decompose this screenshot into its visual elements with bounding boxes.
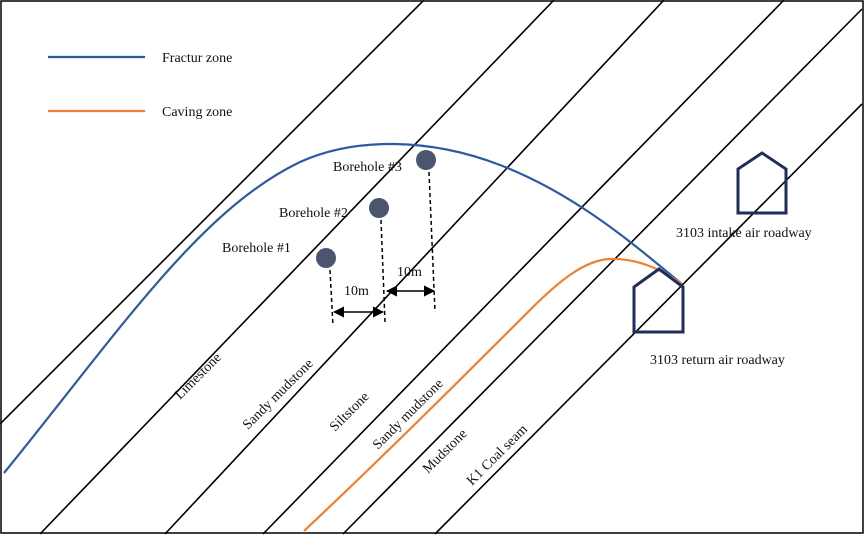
spacing-label-1: 10m <box>344 284 369 299</box>
intake-roadway-icon <box>736 151 788 215</box>
borehole-3: Borehole #3 <box>333 150 436 313</box>
borehole-1-label: Borehole #1 <box>222 241 291 256</box>
fracture-zone-curve <box>3 142 683 474</box>
borehole-2-label: Borehole #2 <box>279 206 348 221</box>
return-roadway-icon <box>632 267 685 334</box>
strata-line <box>342 8 863 535</box>
strata-line <box>434 103 863 535</box>
borehole-1-trace <box>329 269 334 327</box>
caving-zone-curve <box>303 257 683 532</box>
caving-legend-label: Caving zone <box>162 105 232 120</box>
borehole-2-trace <box>380 219 386 323</box>
strata-line <box>39 0 555 535</box>
borehole-3-label: Borehole #3 <box>333 160 402 175</box>
spacing-label-2: 10m <box>397 265 422 280</box>
stratum-label-k1-coal-seam: K1 Coal seam <box>464 422 531 489</box>
fracture-legend-label: Fractur zone <box>162 51 232 66</box>
strata-line <box>262 0 785 535</box>
borehole-1-marker <box>316 248 336 268</box>
return-roadway-label: 3103 return air roadway <box>650 353 785 368</box>
strata-line <box>164 0 665 535</box>
intake-roadway-label: 3103 intake air roadway <box>676 226 812 241</box>
stratum-label-mudstone: Mudstone <box>420 427 470 477</box>
borehole-2: Borehole #2 <box>279 198 389 323</box>
stratum-label-limestone: Limestone <box>172 350 224 402</box>
stratum-label-sandy-mudstone-upper: Sandy mudstone <box>240 356 316 432</box>
borehole-1: Borehole #1 <box>222 241 336 327</box>
borehole-3-marker <box>416 150 436 170</box>
strata-line <box>0 0 425 425</box>
borehole-3-trace <box>428 171 436 313</box>
borehole-2-marker <box>369 198 389 218</box>
